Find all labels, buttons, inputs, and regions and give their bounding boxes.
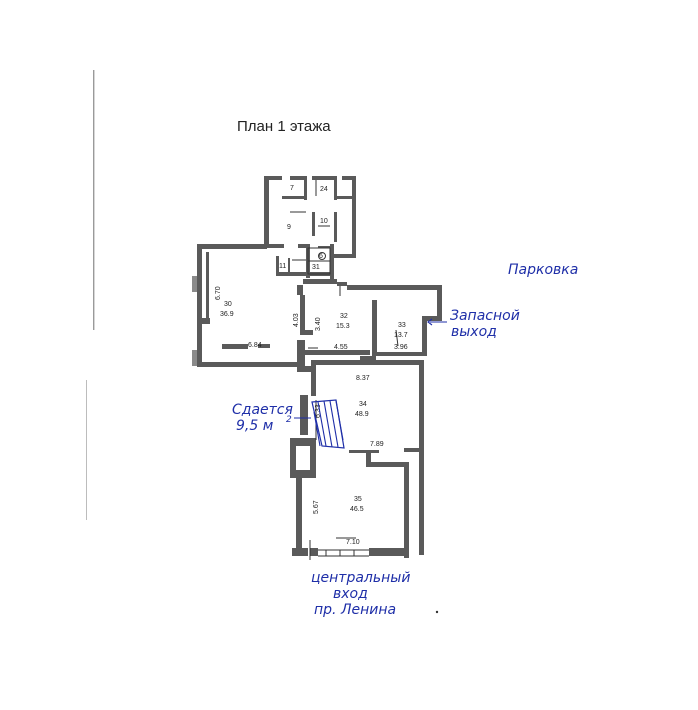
dim-4-55: 4.55 xyxy=(334,344,348,351)
dim-3-96: 3.96 xyxy=(394,344,408,351)
for-rent-annotation-line2: 9,5 м xyxy=(236,418,274,434)
dim-5-67: 5.67 xyxy=(313,500,320,514)
room-35-label: 35 xyxy=(354,496,362,503)
for-rent-annotation-line1: Сдается xyxy=(232,402,293,418)
room-34-area: 48.9 xyxy=(355,411,369,418)
dim-6-84: 6.84 xyxy=(248,342,262,349)
room-33-area: 13.7 xyxy=(394,332,408,339)
rental-area-hatch xyxy=(311,399,345,449)
room-31-label: 31 xyxy=(312,264,320,271)
toilet-icon xyxy=(318,252,326,260)
scan-dot xyxy=(435,610,439,614)
dim-3-40: 3.40 xyxy=(315,317,322,331)
parking-annotation: Парковка xyxy=(508,262,578,278)
main-entrance-annotation-line3: пр. Ленина xyxy=(314,602,396,618)
room-labels: 7 24 10 9 11 31 6 30 36.9 32 15.3 33 13.… xyxy=(220,185,408,513)
scan-edge-mark xyxy=(86,380,87,520)
plan-title: План 1 этажа xyxy=(237,118,331,135)
emergency-exit-annotation-line1: Запасной xyxy=(450,308,520,324)
dim-7-10: 7.10 xyxy=(346,539,360,546)
room-7-label: 7 xyxy=(290,185,294,192)
for-rent-annotation-sup: 2 xyxy=(286,415,292,425)
room-30-label: 30 xyxy=(224,301,232,308)
room-11-label: 11 xyxy=(279,263,286,270)
room-32-label: 32 xyxy=(340,313,348,320)
room-35-area: 46.5 xyxy=(350,506,364,513)
dimension-labels: 6.70 6.84 4.03 3.40 4.55 3.96 8.37 7.89 … xyxy=(215,286,408,546)
room-9-label: 9 xyxy=(287,224,291,231)
handwritten-annotations: Парковка Запасной выход Сдается 9,5 м 2 … xyxy=(232,262,578,618)
room-32-area: 15.3 xyxy=(336,323,350,330)
scan-edge-mark xyxy=(93,70,95,330)
plan-lines xyxy=(290,180,399,560)
dim-4-03: 4.03 xyxy=(293,313,300,327)
dim-8-37: 8.37 xyxy=(356,375,370,382)
room-33-label: 33 xyxy=(398,322,406,329)
room-34-label: 34 xyxy=(359,401,367,408)
main-entrance-annotation-line1: центральный xyxy=(311,570,410,586)
main-entrance-annotation-line2: вход xyxy=(333,586,368,602)
room-10-label: 10 xyxy=(320,218,328,225)
emergency-exit-annotation-line2: выход xyxy=(451,324,497,340)
room-30-area: 36.9 xyxy=(220,311,234,318)
dim-6-70: 6.70 xyxy=(215,286,222,300)
walls xyxy=(192,176,442,558)
dim-6-33: 6.33 xyxy=(315,404,322,418)
room-24-label: 24 xyxy=(320,186,328,193)
dim-7-89: 7.89 xyxy=(370,441,384,448)
stamp-mark: 6 xyxy=(319,253,323,260)
